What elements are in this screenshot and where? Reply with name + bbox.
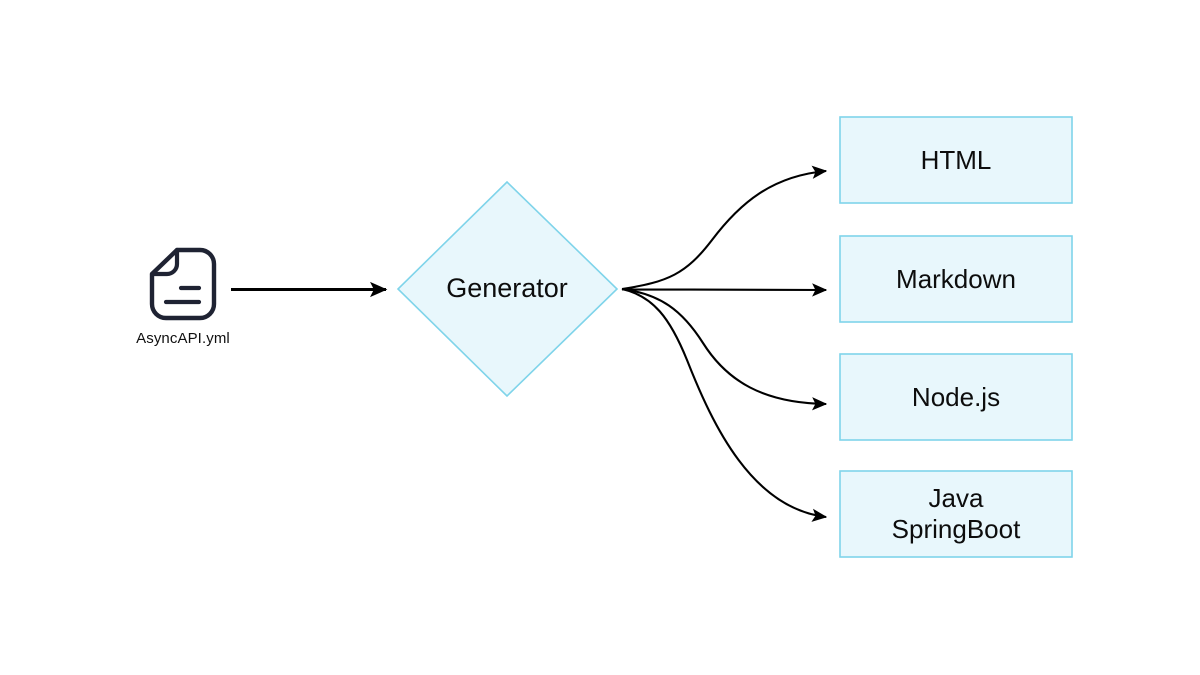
arrow-generator-to-markdown bbox=[621, 283, 828, 297]
generator-diamond-shape[interactable] bbox=[396, 180, 619, 398]
document-file-icon bbox=[149, 247, 217, 321]
arrow-generator-to-nodejs bbox=[621, 287, 828, 411]
arrow-generator-to-java-springboot bbox=[621, 287, 828, 522]
arrow-generator-to-html bbox=[621, 165, 828, 291]
output-box-nodejs-shape[interactable] bbox=[839, 353, 1073, 441]
output-box-markdown-shape[interactable] bbox=[839, 235, 1073, 323]
output-box-java-springboot-shape[interactable] bbox=[839, 470, 1073, 558]
output-box-html-shape[interactable] bbox=[839, 116, 1073, 204]
file-caption-label: AsyncAPI.yml bbox=[136, 330, 230, 347]
